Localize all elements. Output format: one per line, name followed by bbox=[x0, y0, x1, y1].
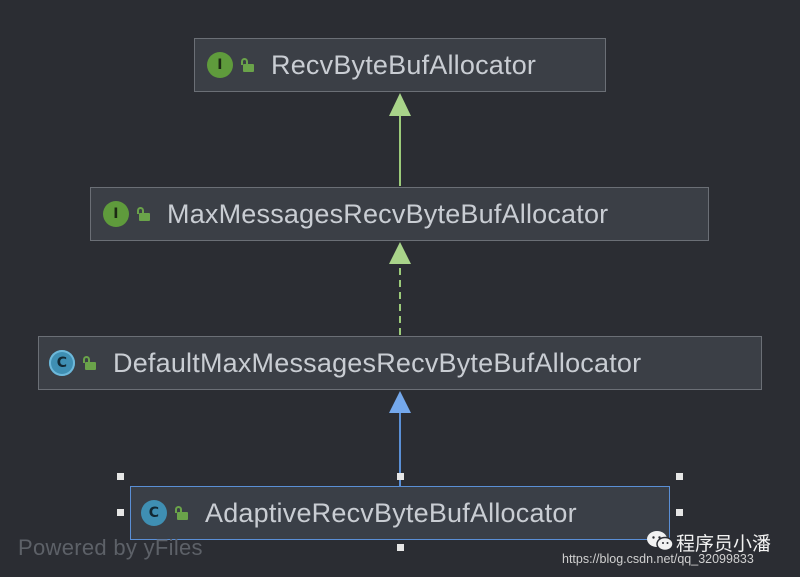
watermark-url: https://blog.csdn.net/qq_32099833 bbox=[562, 552, 754, 566]
abstract-class-icon: C bbox=[49, 350, 75, 376]
node-max-messages-recv-byte-buf-allocator[interactable]: I MaxMessagesRecvByteBufAllocator bbox=[90, 187, 709, 241]
selection-handle-top-right[interactable] bbox=[676, 473, 683, 480]
node-default-max-messages-recv-byte-buf-allocator[interactable]: C DefaultMaxMessagesRecvByteBufAllocator bbox=[38, 336, 762, 390]
node-label: DefaultMaxMessagesRecvByteBufAllocator bbox=[113, 347, 642, 378]
powered-by-label: Powered by yFiles bbox=[18, 535, 203, 560]
selection-handle-middle-left[interactable] bbox=[117, 509, 124, 516]
node-label: MaxMessagesRecvByteBufAllocator bbox=[167, 198, 609, 229]
selection-handle-top-left[interactable] bbox=[117, 473, 124, 480]
selection-handle-bottom-middle[interactable] bbox=[397, 544, 404, 551]
node-recv-byte-buf-allocator[interactable]: I RecvByteBufAllocator bbox=[194, 38, 606, 92]
edge-extends-class-arrowhead bbox=[389, 391, 411, 413]
node-label: AdaptiveRecvByteBufAllocator bbox=[205, 497, 577, 528]
node-label: RecvByteBufAllocator bbox=[271, 49, 537, 80]
node-adaptive-recv-byte-buf-allocator[interactable]: C AdaptiveRecvByteBufAllocator bbox=[130, 486, 670, 540]
class-icon: C bbox=[141, 500, 167, 526]
edge-implements-arrowhead bbox=[389, 242, 411, 264]
public-lock-icon bbox=[241, 58, 254, 72]
watermark-author: 程序员小潘 bbox=[676, 533, 772, 555]
interface-icon: I bbox=[103, 201, 129, 227]
selection-handle-top-middle[interactable] bbox=[397, 473, 404, 480]
edge-extends-arrowhead bbox=[389, 93, 411, 116]
wechat-icon bbox=[647, 531, 674, 552]
public-lock-icon bbox=[83, 356, 96, 370]
public-lock-icon bbox=[175, 506, 188, 520]
public-lock-icon bbox=[137, 207, 150, 221]
selection-handle-middle-right[interactable] bbox=[676, 509, 683, 516]
interface-icon: I bbox=[207, 52, 233, 78]
